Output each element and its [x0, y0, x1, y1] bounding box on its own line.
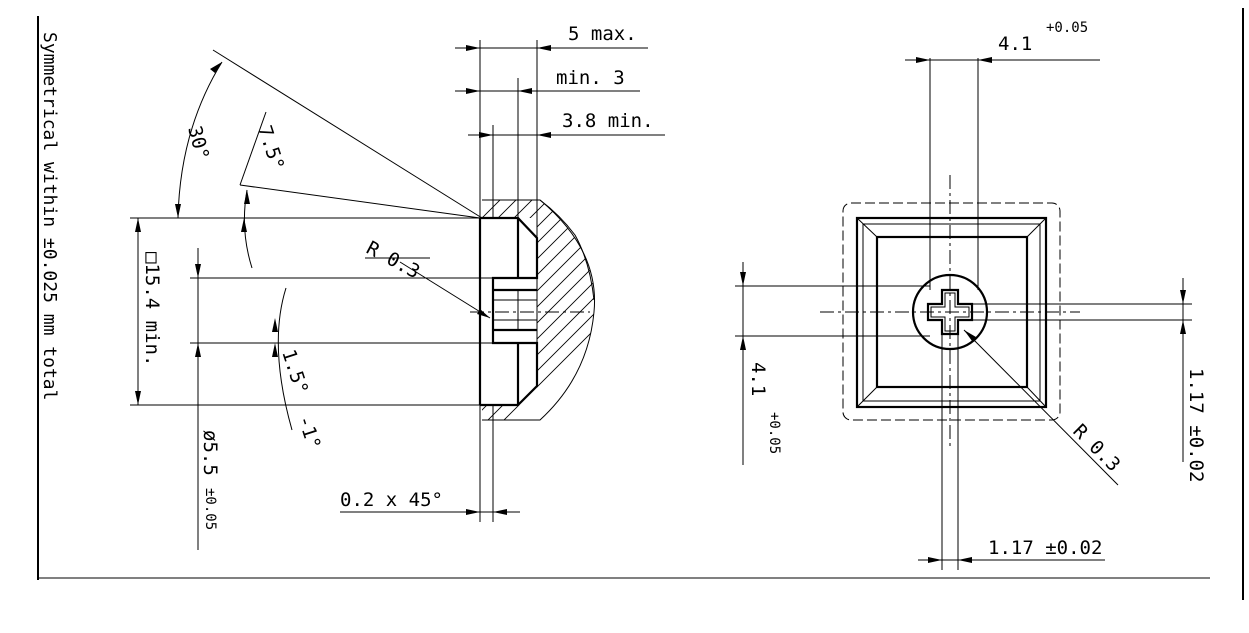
dim-square-15-4: □15.4 min. [141, 252, 163, 366]
radius-r03-right: R 0.3 [1068, 420, 1124, 476]
dim-4-1-width: 4.1 [998, 33, 1032, 55]
dim-5-max: 5 max. [568, 23, 637, 45]
dim-3-8-min: 3.8 min. [562, 110, 654, 132]
dim-chamfer: 0.2 x 45° [340, 489, 443, 511]
dim-dia-5-5: ø5.5 [199, 430, 221, 476]
dim-min-3: min. 3 [556, 67, 625, 89]
symmetry-note: Symmetrical within ±0.025 mm total [39, 32, 60, 400]
dim-rib-vertical: 1.17 ±0.02 [988, 537, 1102, 559]
top-view: 4.1 +0.05 4.1 +0.05 1.17 ±0.02 1.17 ±0.0… [735, 20, 1207, 570]
dim-4-1-height-tol: +0.05 [766, 412, 782, 454]
radius-r03-left: R 0.3 [363, 237, 424, 283]
dim-dia-tol: ±0.05 [202, 488, 218, 530]
dim-rib-horizontal: 1.17 ±0.02 [1185, 368, 1207, 482]
drawing-frame [37, 8, 1244, 600]
side-section-view: 5 max. min. 3 3.8 min. 30° 7.5° R 0.3 □1 [130, 23, 665, 550]
dim-4-1-height: 4.1 [747, 362, 769, 396]
angle-7-5: 7.5° [253, 123, 288, 173]
dim-4-1-width-tol: +0.05 [1046, 20, 1088, 36]
angle-30: 30° [183, 124, 213, 163]
angle-minus-1: -1° [293, 413, 325, 452]
